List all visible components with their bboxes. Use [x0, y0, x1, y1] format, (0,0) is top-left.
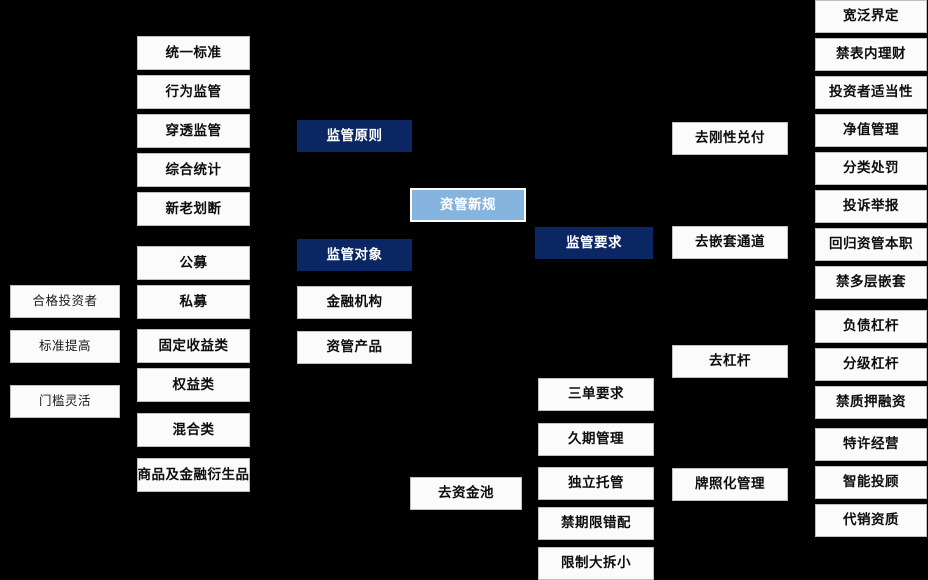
section-header-supervision-principles[interactable]: 监管原则 [297, 120, 412, 152]
node-qualified-investor-0[interactable]: 合格投资者 [10, 285, 120, 318]
node-fund-pool-items-0[interactable]: 三单要求 [538, 378, 654, 411]
node-leverage-items-2[interactable]: 禁质押融资 [815, 386, 927, 419]
node-principles-items-4[interactable]: 新老划断 [137, 192, 250, 226]
node-product-types-4[interactable]: 混合类 [137, 413, 250, 447]
node-principles-items-0[interactable]: 统一标准 [137, 36, 250, 70]
node-rigid-payment-items-1[interactable]: 禁表内理财 [815, 38, 927, 71]
node-rigid-payment-items-4[interactable]: 分类处罚 [815, 152, 927, 185]
section-header-supervision-objects[interactable]: 监管对象 [297, 239, 412, 271]
node-requirement-branches-3[interactable]: 牌照化管理 [672, 468, 788, 501]
root-node-zi-guan-xin-gui[interactable]: 资管新规 [410, 188, 526, 222]
node-nesting-items-0[interactable]: 回归资管本职 [815, 228, 927, 261]
node-principles-items-1[interactable]: 行为监管 [137, 75, 250, 109]
node-fund-pool-items-2[interactable]: 独立托管 [538, 467, 654, 500]
section-header-supervision-requirements[interactable]: 监管要求 [535, 227, 653, 259]
node-objects-items-0[interactable]: 金融机构 [297, 286, 412, 319]
node-rigid-payment-items-0[interactable]: 宽泛界定 [815, 0, 927, 33]
node-requirement-branches-0[interactable]: 去刚性兑付 [672, 122, 788, 155]
node-rigid-payment-items-5[interactable]: 投诉举报 [815, 190, 927, 223]
node-product-types-1[interactable]: 私募 [137, 285, 250, 319]
node-principles-items-3[interactable]: 综合统计 [137, 153, 250, 187]
node-fund-pool-items-4[interactable]: 限制大拆小 [538, 547, 654, 580]
node-product-types-3[interactable]: 权益类 [137, 368, 250, 402]
node-leverage-items-1[interactable]: 分级杠杆 [815, 348, 927, 381]
node-leverage-items-0[interactable]: 负债杠杆 [815, 310, 927, 343]
node-license-items-1[interactable]: 智能投顾 [815, 466, 927, 499]
node-license-items-0[interactable]: 特许经营 [815, 428, 927, 461]
node-fund-pool-items-1[interactable]: 久期管理 [538, 423, 654, 456]
node-qualified-investor-1[interactable]: 标准提高 [10, 330, 120, 363]
node-license-items-2[interactable]: 代销资质 [815, 504, 927, 537]
node-requirement-branches-2[interactable]: 去杠杆 [672, 345, 788, 378]
node-rigid-payment-items-2[interactable]: 投资者适当性 [815, 76, 927, 109]
node-nesting-items-1[interactable]: 禁多层嵌套 [815, 266, 927, 299]
node-fund-pool-items-3[interactable]: 禁期限错配 [538, 507, 654, 540]
node-qualified-investor-2[interactable]: 门槛灵活 [10, 385, 120, 418]
node-product-types-0[interactable]: 公募 [137, 246, 250, 280]
node-product-types-5[interactable]: 商品及金融衍生品 [137, 458, 250, 492]
node-requirement-branches-1[interactable]: 去嵌套通道 [672, 226, 788, 259]
node-rigid-payment-items-3[interactable]: 净值管理 [815, 114, 927, 147]
node-principles-items-2[interactable]: 穿透监管 [137, 114, 250, 148]
node-product-types-2[interactable]: 固定收益类 [137, 329, 250, 363]
node-objects-items-1[interactable]: 资管产品 [297, 331, 412, 364]
node-requirement-branches-4[interactable]: 去资金池 [410, 477, 522, 510]
